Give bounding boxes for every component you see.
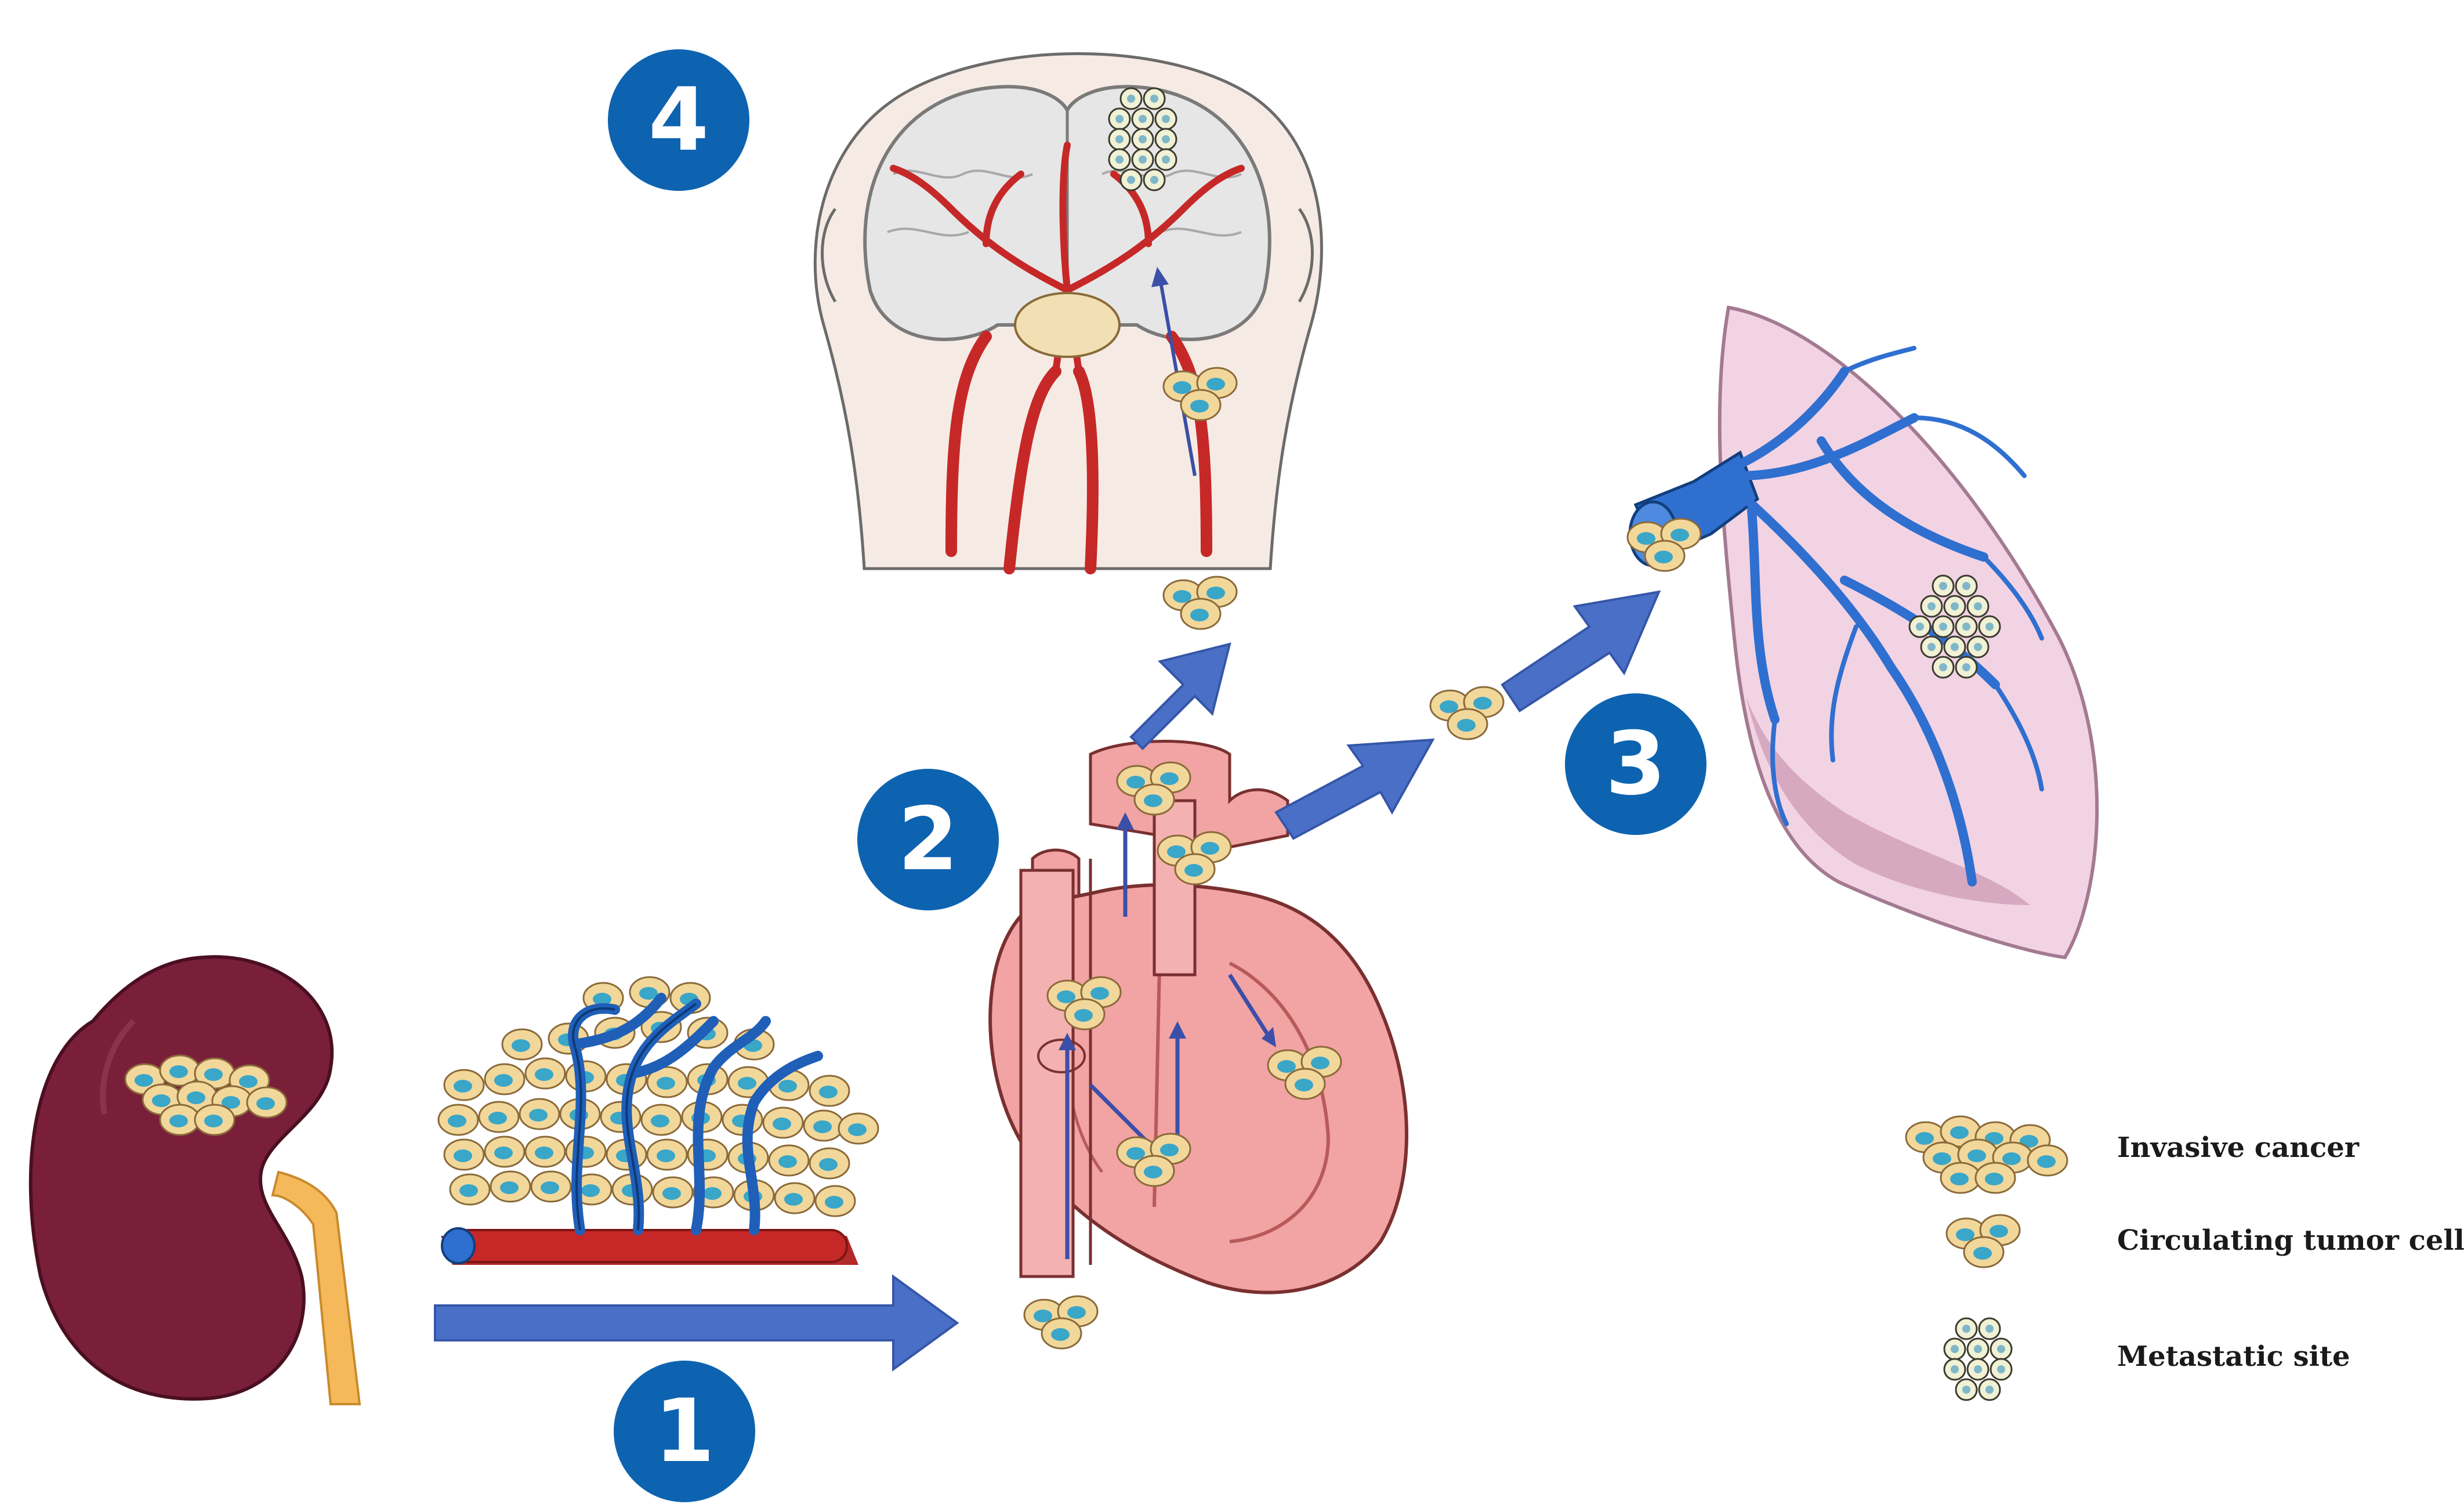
ctc-cluster-brain-path	[1164, 577, 1237, 629]
lung-illustration	[1628, 305, 2099, 960]
brain-head-illustration	[813, 52, 1323, 574]
step-badge-4: 4	[608, 49, 749, 191]
arrow-kidney-to-heart	[434, 1274, 959, 1372]
invasive-cancer-cluster-icon	[1905, 1115, 2068, 1194]
step-badge-3: 3	[1565, 693, 1706, 835]
step-badge-2: 2	[857, 769, 999, 910]
legend-label-metastatic-site: Metastatic site	[2117, 1340, 2350, 1373]
ctc-cluster-lung-path	[1430, 687, 1503, 739]
kidney-illustration	[28, 955, 361, 1405]
legend-label-invasive-cancer: Invasive cancer	[2117, 1131, 2360, 1164]
legend-label-circulating-tumor-cells: Circulating tumor cells	[2117, 1224, 2464, 1257]
circulating-tumor-cells-icon	[1947, 1215, 2020, 1267]
invasive-tumor-tissue	[437, 976, 879, 1265]
step-badge-1: 1	[614, 1361, 755, 1502]
ctc-cluster-heart-entry	[1024, 1296, 1097, 1348]
arrow-heart-to-lung	[1274, 590, 1661, 840]
arrow-heart-to-brain	[1129, 642, 1231, 750]
metastatic-site-icon	[1943, 1317, 2013, 1401]
heart-illustration	[988, 740, 1408, 1294]
